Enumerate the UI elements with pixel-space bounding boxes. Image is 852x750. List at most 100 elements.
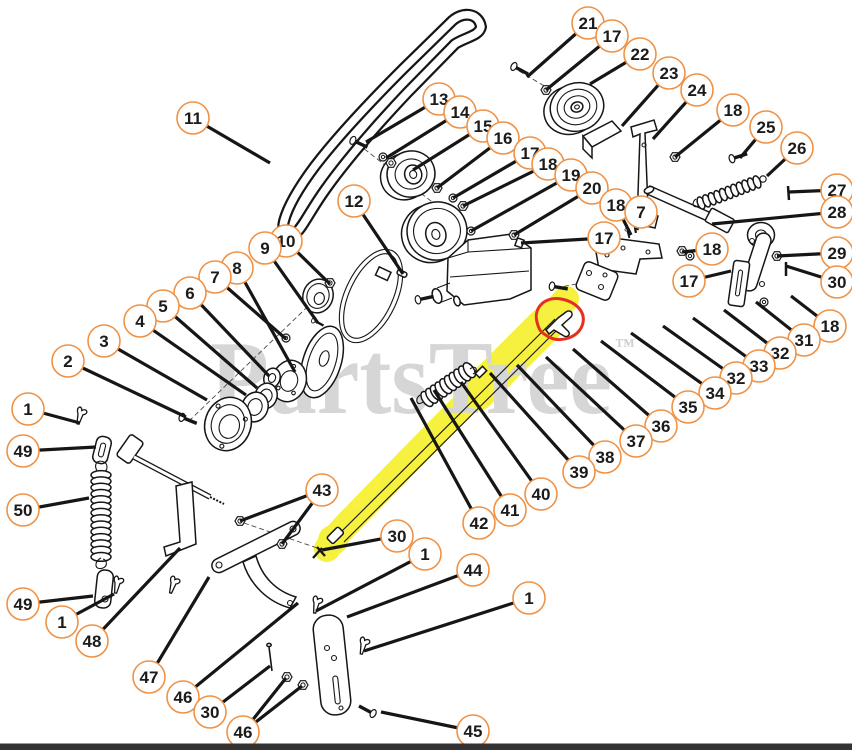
callout-circle[interactable] [698,376,732,410]
callout-7[interactable]: 7 [624,195,658,229]
callout-30[interactable]: 30 [193,695,227,729]
callout-7[interactable]: 7 [198,260,232,294]
callout-1[interactable]: 1 [45,605,79,639]
callout-49[interactable]: 49 [6,434,40,468]
callout-circle[interactable] [11,392,45,426]
callout-circle[interactable] [652,56,686,90]
callout-2[interactable]: 2 [51,344,85,378]
callout-circle[interactable] [75,624,109,658]
callout-36[interactable]: 36 [644,409,678,443]
callout-23[interactable]: 23 [652,56,686,90]
callout-circle[interactable] [462,506,496,540]
callout-number: 23 [660,64,679,83]
callout-circle[interactable] [173,276,207,310]
callout-circle[interactable] [619,424,653,458]
callout-30[interactable]: 30 [820,265,852,299]
callout-circle[interactable] [595,19,629,53]
callout-circle[interactable] [193,695,227,729]
callout-28[interactable]: 28 [820,195,852,229]
callout-circle[interactable] [588,440,622,474]
callout-circle[interactable] [820,195,852,229]
callout-25[interactable]: 25 [749,110,783,144]
callout-29[interactable]: 29 [820,236,852,270]
callout-12[interactable]: 12 [337,184,371,218]
callout-4[interactable]: 4 [123,304,157,338]
callout-circle[interactable] [780,131,814,165]
callout-46[interactable]: 46 [166,680,200,714]
callout-16[interactable]: 16 [486,121,520,155]
callout-circle[interactable] [486,121,520,155]
callout-6[interactable]: 6 [173,276,207,310]
callout-circle[interactable] [512,581,546,615]
callout-34[interactable]: 34 [698,376,732,410]
callout-37[interactable]: 37 [619,424,653,458]
callout-1[interactable]: 1 [512,581,546,615]
callout-46[interactable]: 46 [226,715,260,749]
callout-30[interactable]: 30 [380,519,414,553]
callout-circle[interactable] [456,553,490,587]
callout-circle[interactable] [624,195,658,229]
callout-49[interactable]: 49 [6,587,40,621]
callout-circle[interactable] [123,304,157,338]
callout-circle[interactable] [562,455,596,489]
callout-48[interactable]: 48 [75,624,109,658]
callout-43[interactable]: 43 [305,473,339,507]
callout-41[interactable]: 41 [493,493,527,527]
callout-42[interactable]: 42 [462,506,496,540]
callout-40[interactable]: 40 [524,477,558,511]
callout-circle[interactable] [587,221,621,255]
callout-45[interactable]: 45 [456,714,490,748]
callout-1[interactable]: 1 [408,537,442,571]
callout-circle[interactable] [248,231,282,265]
callout-18[interactable]: 18 [813,309,847,343]
callout-circle[interactable] [575,171,609,205]
callout-circle[interactable] [493,493,527,527]
callout-18[interactable]: 18 [716,93,750,127]
callout-circle[interactable] [672,264,706,298]
callout-circle[interactable] [524,477,558,511]
callout-circle[interactable] [644,409,678,443]
callout-circle[interactable] [166,680,200,714]
callout-circle[interactable] [408,537,442,571]
callout-circle[interactable] [198,260,232,294]
callout-circle[interactable] [820,265,852,299]
callout-17[interactable]: 17 [672,264,706,298]
callout-circle[interactable] [6,587,40,621]
callout-circle[interactable] [87,324,121,358]
callout-35[interactable]: 35 [671,390,705,424]
callout-circle[interactable] [813,309,847,343]
callout-50[interactable]: 50 [6,493,40,527]
lift-rod-selected[interactable] [312,310,573,559]
callout-18[interactable]: 18 [599,188,633,222]
callout-circle[interactable] [51,344,85,378]
callout-circle[interactable] [749,110,783,144]
callout-circle[interactable] [680,73,714,107]
callout-circle[interactable] [695,232,729,266]
callout-circle[interactable] [6,493,40,527]
callout-17[interactable]: 17 [587,221,621,255]
callout-44[interactable]: 44 [456,553,490,587]
callout-38[interactable]: 38 [588,440,622,474]
callout-20[interactable]: 20 [575,171,609,205]
callout-9[interactable]: 9 [248,231,282,265]
callout-17[interactable]: 17 [595,19,629,53]
callout-circle[interactable] [305,473,339,507]
callout-circle[interactable] [337,184,371,218]
callout-circle[interactable] [716,93,750,127]
callout-circle[interactable] [45,605,79,639]
callout-24[interactable]: 24 [680,73,714,107]
callout-26[interactable]: 26 [780,131,814,165]
callout-circle[interactable] [132,660,166,694]
callout-circle[interactable] [671,390,705,424]
callout-18[interactable]: 18 [695,232,729,266]
callout-circle[interactable] [380,519,414,553]
callout-circle[interactable] [176,101,210,135]
callout-22[interactable]: 22 [623,37,657,71]
callout-circle[interactable] [6,434,40,468]
callout-1[interactable]: 1 [11,392,45,426]
callout-39[interactable]: 39 [562,455,596,489]
callout-47[interactable]: 47 [132,660,166,694]
callout-3[interactable]: 3 [87,324,121,358]
callout-11[interactable]: 11 [176,101,210,135]
callout-circle[interactable] [623,37,657,71]
